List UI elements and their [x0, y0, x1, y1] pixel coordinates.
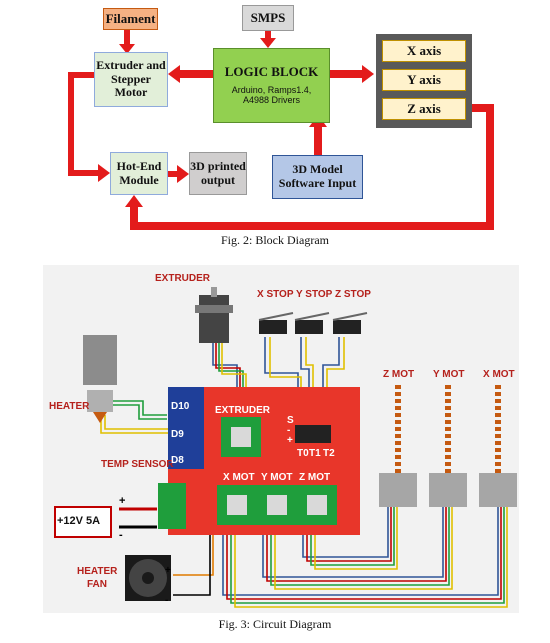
- hotend-box: Hot-End Module: [110, 152, 168, 195]
- wire-extruder-down: [68, 72, 74, 176]
- heater-label: HEATER: [49, 401, 90, 412]
- smps-box: SMPS: [242, 5, 294, 31]
- y-axis-box: Y axis: [382, 69, 466, 91]
- z-axis-box: Z axis: [382, 98, 466, 120]
- hotend-label: Hot-End Module: [116, 158, 162, 187]
- temp-sensor-label: TEMP SENSOR: [101, 459, 174, 470]
- power-supply: [54, 506, 112, 538]
- circuit-wiring: [54, 287, 517, 608]
- extruder-motor-box: Extruder and Stepper Motor: [94, 52, 168, 107]
- logic-block-sub2: A4988 Drivers: [242, 95, 301, 106]
- d10-label: D10: [171, 401, 190, 412]
- axis-panel: X axis Y axis Z axis: [376, 34, 472, 128]
- logic-block-title: LOGIC BLOCK: [224, 64, 319, 80]
- arrow-to-extruder: [168, 65, 180, 83]
- heater-fan: [125, 555, 171, 601]
- extruder-motor-label: Extruder and Stepper Motor: [96, 57, 166, 100]
- wire-z-down: [486, 104, 494, 230]
- software-input-box: 3D Model Software Input: [272, 155, 363, 199]
- power-label: +12V 5A: [57, 515, 101, 527]
- wire-software-up: [314, 126, 322, 156]
- y-mot-board-label: Y MOT: [261, 472, 293, 483]
- wire-z-right: [470, 104, 494, 112]
- filament-box: Filament: [103, 8, 158, 30]
- y-mot-label: Y MOT: [433, 369, 465, 380]
- wire-extruder-left: [68, 72, 98, 78]
- arrow-to-output: [177, 165, 189, 183]
- t0-label: T0: [297, 448, 309, 459]
- pin-plus-label: +: [287, 435, 293, 446]
- x-mot-board-label: X MOT: [223, 472, 255, 483]
- wire-smps-down: [265, 30, 271, 40]
- z-stop-label: Z STOP: [335, 289, 371, 300]
- heater-fan-label: HEATER FAN: [77, 566, 118, 590]
- pin-minus-label: -: [287, 425, 291, 436]
- pin-header: [295, 425, 331, 443]
- t1-label: T1: [309, 448, 321, 459]
- circuit-diagram-caption: Fig. 3: Circuit Diagram: [218, 617, 332, 631]
- wire-hotend-to-output: [168, 171, 178, 177]
- z-stop-switch: [332, 312, 368, 334]
- wire-logic-to-extruder: [178, 70, 214, 78]
- power-plus-label: +: [119, 495, 126, 507]
- printed-output-box: 3D printed output: [189, 152, 247, 195]
- block-diagram-caption: Fig. 2: Block Diagram: [221, 233, 329, 247]
- arrow-smps: [260, 38, 276, 48]
- extruder-motor: [199, 295, 229, 343]
- z-mot-leadscrew: [379, 385, 417, 507]
- printed-output-label: 3D printed output: [190, 158, 246, 187]
- y-mot-driver-chip: [267, 495, 287, 515]
- power-connector: [158, 483, 186, 529]
- arrow-to-axis: [362, 65, 374, 83]
- pin-s-label: S: [287, 415, 294, 426]
- fan-minus-label: -: [165, 595, 169, 606]
- logic-block-sub1: Arduino, Ramps1.4,: [231, 85, 312, 96]
- fan-plus-label: +: [165, 565, 171, 576]
- circuit-diagram: EXTRUDER X STOP Y STOP Z STOP HEATER TEM…: [43, 265, 519, 613]
- x-mot-leadscrew: [479, 385, 517, 507]
- z-mot-driver-chip: [307, 495, 327, 515]
- power-minus-label: -: [119, 529, 123, 541]
- extruder-driver-chip: [231, 427, 251, 447]
- extruder-label: EXTRUDER: [155, 273, 211, 284]
- heater-block: [83, 335, 117, 385]
- d9-label: D9: [171, 429, 184, 440]
- y-stop-label: Y STOP: [296, 289, 333, 300]
- logic-block: LOGIC BLOCK Arduino, Ramps1.4, A4988 Dri…: [213, 48, 330, 123]
- wire-bottom-return: [130, 222, 494, 230]
- board-extruder-label: EXTRUDER: [215, 405, 271, 416]
- t2-label: T2: [323, 448, 335, 459]
- y-stop-switch: [294, 312, 330, 334]
- d8-label: D8: [171, 455, 184, 466]
- wire-return-up: [130, 205, 138, 230]
- wire-logic-to-axis: [330, 70, 362, 78]
- x-mot-driver-chip: [227, 495, 247, 515]
- power-terminal: [168, 387, 204, 469]
- x-axis-box: X axis: [382, 40, 466, 62]
- software-input-label: 3D Model Software Input: [278, 162, 357, 190]
- wire-filament-down: [124, 30, 130, 46]
- wire-to-hotend: [68, 170, 98, 176]
- arrow-to-hotend-bottom: [125, 195, 143, 207]
- x-mot-label: X MOT: [483, 369, 515, 380]
- x-stop-switch: [258, 312, 294, 334]
- arrow-to-hotend: [98, 164, 110, 182]
- y-mot-leadscrew: [429, 385, 467, 507]
- heater-nozzle: [87, 390, 113, 412]
- z-mot-board-label: Z MOT: [299, 472, 331, 483]
- z-mot-label: Z MOT: [383, 369, 415, 380]
- arrow-filament: [119, 44, 135, 54]
- x-stop-label: X STOP: [257, 289, 294, 300]
